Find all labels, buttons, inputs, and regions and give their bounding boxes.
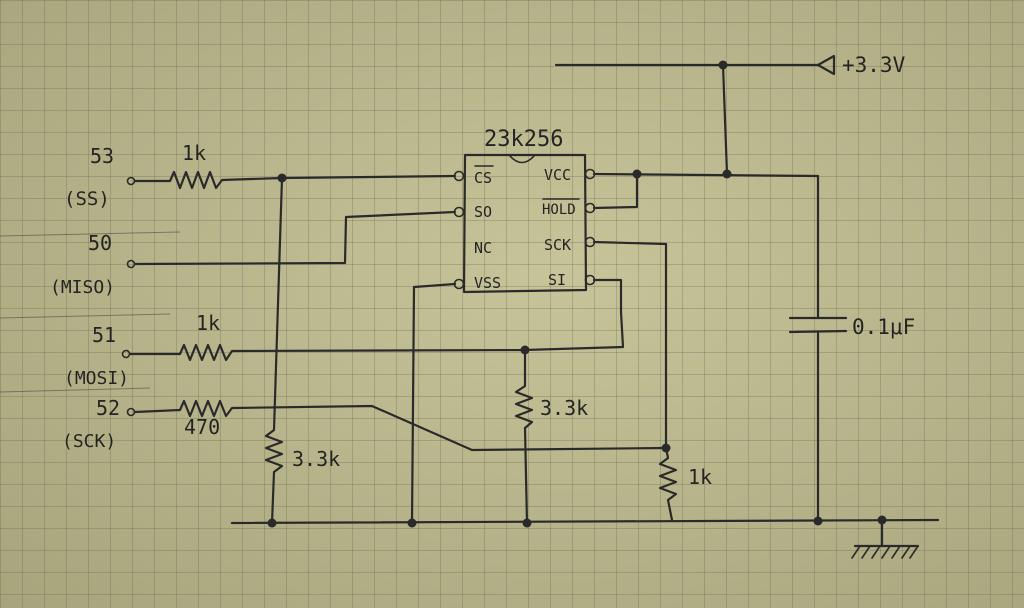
chip-23k256 bbox=[462, 153, 588, 294]
pin-sck-label: SCK bbox=[544, 236, 571, 254]
vss-wire bbox=[410, 282, 457, 525]
pin-bubbles bbox=[453, 168, 596, 290]
port-52-signal: (SCK) bbox=[62, 431, 116, 452]
pin-si-label: SI bbox=[548, 271, 566, 289]
r-mosi-label: 1k bbox=[196, 311, 220, 335]
port-51-terminal bbox=[121, 349, 131, 359]
port-51-signal: (MOSI) bbox=[64, 368, 129, 389]
sck-wire bbox=[133, 399, 668, 452]
r-pull-si-label: 3.3k bbox=[540, 396, 588, 420]
pin-hold-label: HOLD bbox=[542, 202, 576, 218]
r-sck-label: 470 bbox=[184, 415, 220, 439]
vcc-wire bbox=[592, 172, 820, 178]
supply-drop-wire bbox=[721, 63, 729, 176]
ground-symbol bbox=[851, 518, 920, 559]
ground-bus bbox=[230, 518, 940, 525]
port-50-terminal bbox=[126, 259, 136, 269]
junction-dots bbox=[267, 60, 887, 528]
pin-cs-label: CS bbox=[474, 169, 492, 187]
hold-tie-wire bbox=[592, 172, 639, 210]
ss-pull-wire bbox=[264, 176, 284, 525]
pin-nc-label: NC bbox=[474, 239, 492, 257]
port-50-number: 50 bbox=[88, 231, 112, 255]
chip-name: 23k256 bbox=[484, 127, 563, 152]
supply-label: +3.3V bbox=[842, 53, 906, 77]
port-53-number: 53 bbox=[90, 144, 114, 168]
sck-pin-wire bbox=[592, 240, 668, 450]
miso-wire bbox=[133, 210, 457, 266]
port-52-terminal bbox=[126, 407, 136, 417]
r-pull-sck-label: 1k bbox=[688, 465, 712, 489]
supply-arrow bbox=[816, 54, 836, 76]
r-ss-label: 1k bbox=[182, 141, 206, 165]
pin-vss-label: VSS bbox=[474, 274, 501, 292]
mosi-wire bbox=[128, 278, 625, 362]
pin-so-label: SO bbox=[474, 203, 492, 221]
si-pull-wire bbox=[514, 348, 534, 525]
port-53-terminal bbox=[126, 176, 136, 186]
port-50-signal: (MISO) bbox=[50, 277, 115, 298]
margin-lines bbox=[0, 231, 181, 393]
port-53-signal: (SS) bbox=[64, 188, 110, 210]
r-pull-ss-label: 3.3k bbox=[292, 447, 340, 471]
sck-pull-wire bbox=[658, 446, 678, 522]
port-52-number: 52 bbox=[96, 396, 120, 420]
ss-wire bbox=[133, 170, 457, 190]
capacitor-label: 0.1μF bbox=[852, 315, 915, 339]
port-51-number: 51 bbox=[92, 323, 116, 347]
pin-vcc-label: VCC bbox=[544, 166, 571, 184]
decoupling-capacitor bbox=[788, 174, 848, 523]
